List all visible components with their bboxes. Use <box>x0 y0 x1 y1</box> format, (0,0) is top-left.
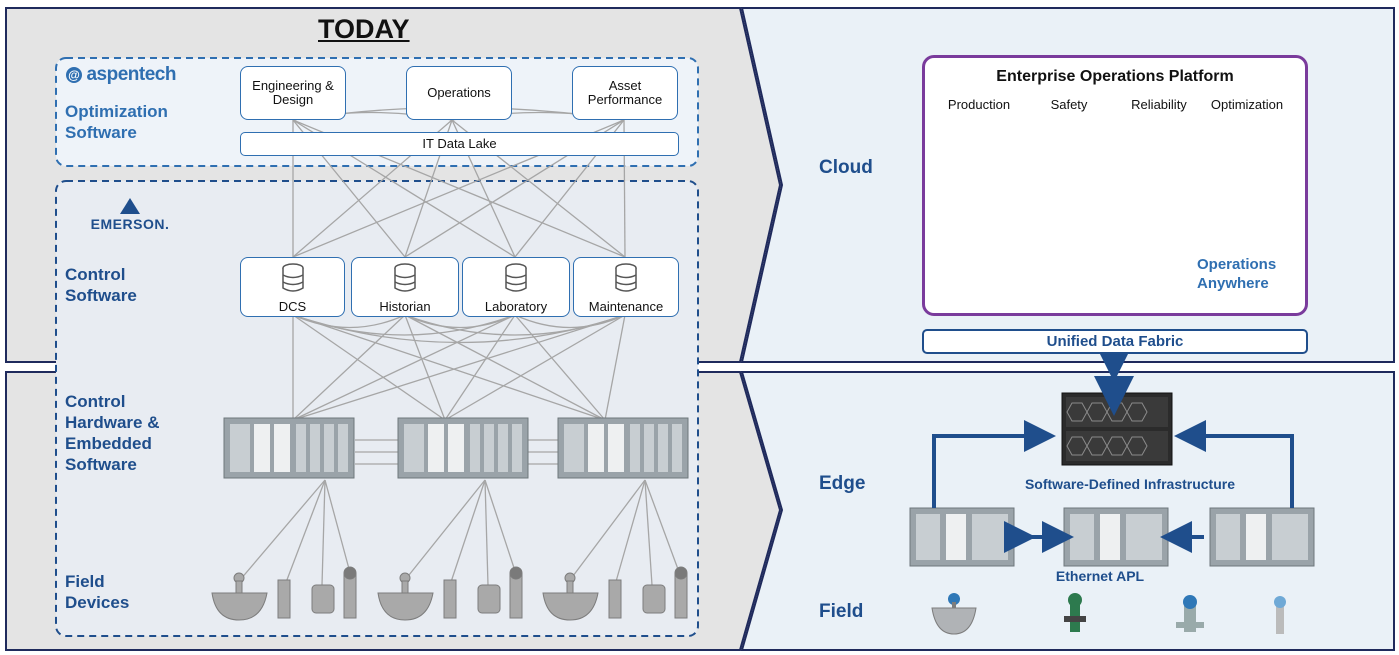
control-app-dcs: DCS <box>240 257 345 317</box>
control-app-historian: Historian <box>351 257 459 317</box>
label-control-software: Control Software <box>65 265 137 305</box>
database-icon <box>281 263 304 292</box>
database-icon <box>615 263 637 292</box>
platform-category-safety: Safety <box>1050 97 1088 112</box>
platform-category-optimization: Optimization <box>1210 97 1284 112</box>
today-title: TODAY <box>318 14 410 44</box>
label-control-hardware: Control Hardware & Embedded Software <box>65 392 160 474</box>
edge-server <box>1061 392 1173 466</box>
edge-racks <box>909 507 1315 567</box>
data-flow-arrows <box>932 342 1294 553</box>
database-icon <box>505 263 527 292</box>
app-operations: Operations <box>406 66 512 120</box>
ethernet-apl-label: Ethernet APL <box>1055 568 1145 584</box>
software-defined-infrastructure-label: Software-Defined Infrastructure <box>1024 476 1236 492</box>
controller-racks <box>223 417 689 479</box>
platform-category-reliability: Reliability <box>1131 97 1187 112</box>
enterprise-operations-platform <box>922 55 1308 316</box>
aspentech-logo: @ aspentech <box>66 64 176 86</box>
layer-label-field: Field <box>819 601 864 622</box>
aspentech-wordmark: aspentech <box>86 64 176 85</box>
aspentech-logo-mark-icon: @ <box>66 67 82 83</box>
control-app-maintenance: Maintenance <box>573 257 679 317</box>
database-icon <box>394 263 416 292</box>
operations-anywhere-label: Operations Anywhere <box>1197 256 1277 292</box>
unified-data-fabric: Unified Data Fabric <box>922 329 1308 354</box>
platform-category-production: Production <box>947 97 1011 112</box>
field-devices-left <box>211 566 688 621</box>
control-app-laboratory: Laboratory <box>462 257 570 317</box>
emerson-logo: EMERSON. <box>80 198 180 232</box>
field-devices-right <box>931 593 1286 635</box>
it-data-lake: IT Data Lake <box>240 132 679 156</box>
layer-label-cloud: Cloud <box>819 157 873 178</box>
platform-title: Enterprise Operations Platform <box>996 68 1234 85</box>
label-field-devices: Field Devices <box>65 572 130 612</box>
emerson-wordmark: EMERSON. <box>90 216 170 232</box>
app-engineering-design: Engineering &Design <box>240 66 346 120</box>
label-optimization-software: Optimization Software <box>65 102 168 142</box>
emerson-logo-mark-icon <box>120 198 140 214</box>
layer-label-edge: Edge <box>819 473 866 494</box>
